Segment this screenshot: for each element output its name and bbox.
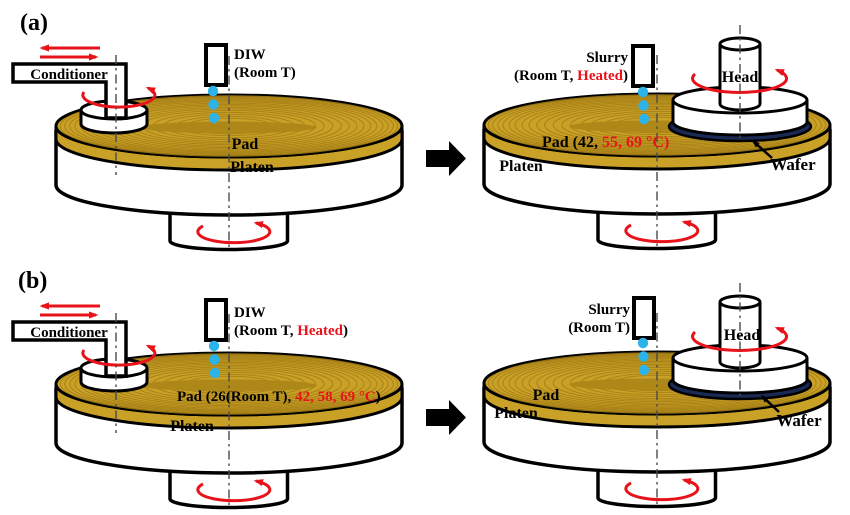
slurry-condition-pre: (Room T, xyxy=(514,68,577,84)
pad-temp-close: ) xyxy=(376,389,381,405)
pad-label: Pad xyxy=(232,136,259,153)
diw-condition-post: ) xyxy=(343,323,348,339)
pad-temperature-label: Pad (26(Room T), 42, 58, 69 °C) xyxy=(177,389,381,405)
wafer-label: Wafer xyxy=(770,155,816,174)
slurry-droplets-a xyxy=(637,86,650,125)
diw-label: DIW xyxy=(234,47,266,63)
platen-label: Platen xyxy=(499,158,543,175)
panel-a-left-diagram: Conditioner DIW (Room T) Pad Platen xyxy=(13,43,402,250)
diw-condition-label: (Room T) xyxy=(234,65,296,81)
diw-label: DIW xyxy=(234,305,266,321)
diw-droplets-b xyxy=(208,340,221,379)
panel-a: (a) Conditioner DIW (Room T) Pad Platen … xyxy=(13,10,830,250)
diw-condition-heated: Heated xyxy=(297,323,343,339)
panel-b-label: (b) xyxy=(18,268,47,294)
slurry-nozzle-b xyxy=(632,296,656,340)
pad-temp-red: 55, 69 °C) xyxy=(602,134,669,151)
diw-condition-pre: (Room T, xyxy=(234,323,297,339)
platen-pad-a-right xyxy=(484,55,830,249)
diw-nozzle-b xyxy=(204,298,228,342)
platen-label: Platen xyxy=(170,418,214,435)
transition-arrow-a-icon xyxy=(426,141,466,176)
head-label: Head xyxy=(722,69,759,86)
slurry-droplets-b xyxy=(637,337,650,376)
pad-temp-red: 42, 58, 69 °C xyxy=(295,389,376,405)
wafer-pointer-arrow-icon xyxy=(760,394,780,413)
slurry-label: Slurry xyxy=(588,302,630,318)
panel-b-left-diagram: Conditioner DIW (Room T, Heated) Pad (26… xyxy=(13,298,402,508)
slurry-nozzle-a xyxy=(631,44,655,88)
panel-a-label: (a) xyxy=(20,10,48,36)
transition-arrow-b-icon xyxy=(426,400,466,435)
slurry-label: Slurry xyxy=(586,50,628,66)
slurry-condition-heated: Heated xyxy=(577,68,623,84)
diw-droplets-a xyxy=(207,85,220,124)
panel-b: (b) Conditioner DIW (Room T, Heated) Pad… xyxy=(13,268,830,508)
pad-label: Pad xyxy=(533,387,560,404)
pad-temp-black: Pad (42, xyxy=(542,134,602,151)
pad-temp-black: Pad (26(Room T), xyxy=(177,389,295,405)
slurry-condition-label: (Room T, Heated) xyxy=(514,68,628,84)
platen-label: Platen xyxy=(494,405,538,422)
platen-label: Platen xyxy=(230,159,274,176)
slurry-condition-label: (Room T) xyxy=(568,320,630,336)
pad-temperature-label: Pad (42, 55, 69 °C) xyxy=(542,134,669,151)
head-label: Head xyxy=(724,327,761,344)
conditioner-label: Conditioner xyxy=(30,67,108,83)
slurry-condition-post: ) xyxy=(623,68,628,84)
conditioner-label: Conditioner xyxy=(30,325,108,341)
wafer-pointer-arrow-icon xyxy=(751,139,773,159)
panel-a-right-diagram: Slurry (Room T, Heated) Head Pad (42, 55… xyxy=(484,25,830,249)
diw-nozzle-a xyxy=(204,43,228,87)
panel-b-right-diagram: Slurry (Room T) Head Pad Platen Wafer xyxy=(484,283,830,507)
wafer-label: Wafer xyxy=(776,411,822,430)
diw-condition-label: (Room T, Heated) xyxy=(234,323,348,339)
